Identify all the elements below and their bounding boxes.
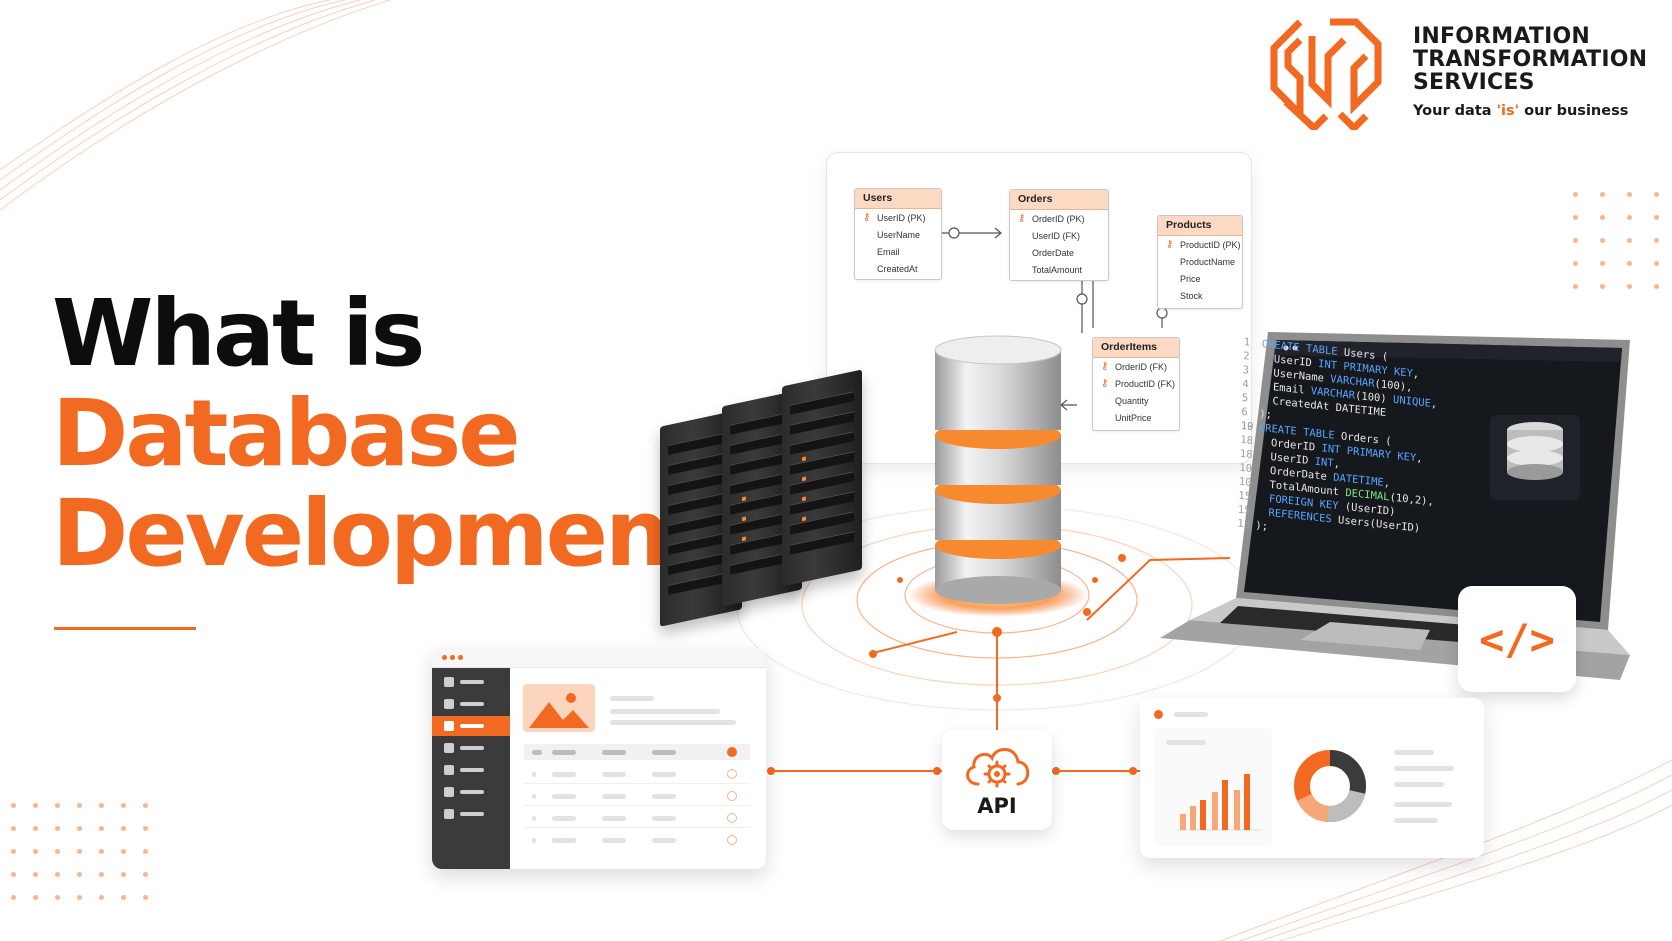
er-table-orderitems: OrderItems ⚷OrderID (FK) ⚷ProductID (FK)… (1092, 337, 1180, 431)
er-field: ⚷ProductID (PK) (1166, 239, 1241, 250)
logo-tagline: Your data 'is' our business (1413, 103, 1629, 119)
line-number: 1 (1243, 336, 1251, 349)
er-table-title: Products (1158, 216, 1242, 236)
er-table-title: Orders (1010, 190, 1108, 210)
sidebar-item[interactable] (432, 782, 510, 802)
table-row[interactable] (524, 764, 750, 784)
code-brackets-icon: </> (1458, 586, 1576, 692)
data-table (524, 744, 750, 848)
table-row[interactable] (524, 830, 750, 850)
er-field: Quantity (1115, 395, 1149, 406)
er-table-users: Users ⚷UserID (PK) UserName Email Create… (854, 188, 942, 280)
line-number: 18 (1240, 433, 1254, 448)
er-table-title: Users (855, 189, 941, 209)
line-number: 10 (1240, 419, 1254, 434)
database-cylinder-icon (908, 335, 1088, 617)
image-placeholder-icon (523, 684, 595, 732)
key-icon: ⚷ (863, 212, 871, 223)
server-racks (660, 369, 910, 628)
line-number: 10 (1238, 475, 1252, 489)
line-number: 6 (1241, 405, 1248, 419)
sidebar-item[interactable] (432, 760, 510, 780)
headline-underline (54, 627, 196, 630)
its-logo-icon (1270, 18, 1382, 130)
key-icon: ⚷ (1101, 361, 1109, 372)
sidebar-item[interactable] (432, 738, 510, 758)
donut-chart-icon (1294, 750, 1366, 822)
er-field: TotalAmount (1032, 264, 1083, 275)
er-field: UserName (877, 229, 921, 240)
logo-wordmark: INFORMATION TRANSFORMATION SERVICES Your… (1413, 25, 1668, 119)
er-field: Price (1180, 273, 1201, 284)
key-icon: ⚷ (1018, 213, 1026, 224)
api-label: API (977, 794, 1017, 818)
er-field: Stock (1180, 290, 1203, 301)
laptop (1160, 332, 1630, 680)
logo-name-line3: SERVICES (1413, 70, 1535, 95)
er-table-orders: Orders ⚷OrderID (PK) UserID (FK) OrderDa… (1009, 189, 1109, 281)
bar-chart-widget (1154, 728, 1272, 846)
er-field: CreatedAt (877, 263, 918, 274)
key-icon: ⚷ (1101, 378, 1109, 389)
er-field: ⚷ProductID (FK) (1101, 378, 1176, 389)
line-number: 10 (1239, 461, 1253, 476)
bar-chart-icon (1176, 774, 1262, 831)
table-row[interactable] (524, 808, 750, 828)
api-chip: API (942, 730, 1052, 830)
window-topbar (432, 648, 766, 668)
sidebar-item[interactable] (432, 672, 510, 692)
er-field: ⚷UserID (PK) (863, 212, 926, 223)
line-number: 5 (1241, 391, 1249, 405)
sidebar-item-active[interactable] (432, 716, 510, 736)
er-field: UserID (FK) (1032, 230, 1080, 241)
line-number: 18 (1239, 447, 1253, 462)
sidebar-item[interactable] (432, 694, 510, 714)
dot-grid-bottom-left (11, 803, 148, 900)
headline-line1: What is (52, 280, 425, 387)
line-number: 3 (1242, 364, 1250, 377)
cloud-gear-icon (966, 748, 1030, 788)
headline-line2: Database (52, 380, 521, 487)
er-field: UnitPrice (1115, 412, 1152, 423)
line-number: 15 (1238, 489, 1252, 503)
line-number: 13 (1237, 517, 1251, 531)
er-table-products: Products ⚷ProductID (PK) ProductName Pri… (1157, 215, 1243, 309)
server-rack (782, 369, 862, 587)
er-diagram-panel: Users ⚷UserID (PK) UserName Email Create… (826, 152, 1252, 464)
er-field: ⚷OrderID (PK) (1018, 213, 1085, 224)
headline: What is Database Development? (52, 280, 762, 587)
line-number: 2 (1243, 350, 1250, 363)
sidebar-item[interactable] (432, 804, 510, 824)
logo-name-line1: INFORMATION (1413, 24, 1590, 49)
sidebar (432, 668, 510, 869)
er-field: Email (877, 246, 900, 257)
headline-line3: Development? (52, 480, 762, 587)
er-table-title: OrderItems (1093, 338, 1179, 358)
dot-grid-top-right (1573, 192, 1672, 289)
web-app-mockup (432, 648, 766, 869)
key-icon: ⚷ (1166, 239, 1174, 250)
er-field: OrderDate (1032, 247, 1075, 258)
table-row[interactable] (524, 786, 750, 806)
line-number: 4 (1242, 377, 1249, 391)
er-field: ⚷OrderID (FK) (1101, 361, 1168, 372)
er-field: ProductName (1180, 256, 1236, 267)
line-number: 15 (1237, 503, 1251, 517)
logo-name-line2: TRANSFORMATION (1413, 47, 1648, 72)
dashboard-mockup (1140, 698, 1484, 858)
